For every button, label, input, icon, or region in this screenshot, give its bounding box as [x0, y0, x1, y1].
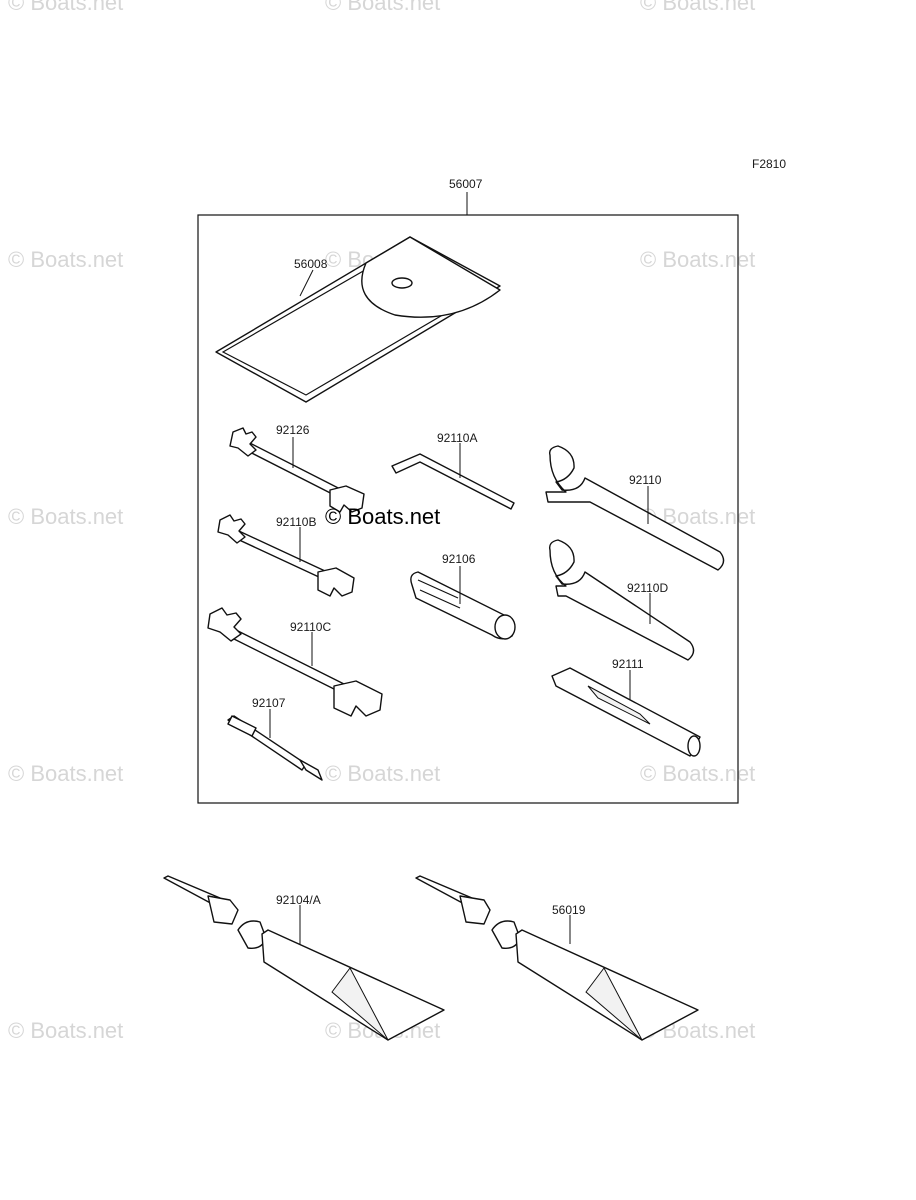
grease-tube-56019[interactable] [415, 875, 699, 1041]
part-label-wrench-92110c[interactable]: 92110C [290, 620, 331, 634]
watermark: © Boats.net [640, 0, 755, 15]
part-label-hex-key[interactable]: 92110A [437, 431, 477, 445]
screwdriver-92107[interactable] [227, 715, 323, 781]
watermark: © Boats.net [640, 761, 755, 786]
watermark: © Boats.net [8, 0, 123, 15]
part-label-tool-kit[interactable]: 56007 [449, 177, 483, 191]
watermark: © Boats.net [8, 761, 123, 786]
part-label-spanner-92110d[interactable]: 92110D [627, 581, 668, 595]
watermark: © Boats.net [325, 761, 440, 786]
part-label-tool-bag[interactable]: 56008 [294, 257, 328, 271]
watermark-center: © Boats.net [325, 504, 440, 529]
part-label-wrench-92110b[interactable]: 92110B [276, 515, 316, 529]
watermark: © Boats.net [8, 504, 123, 529]
plug-tool-92106[interactable] [410, 571, 516, 640]
extension-handle-92111[interactable] [551, 667, 701, 757]
hook-spanner-92110[interactable] [545, 445, 725, 571]
watermark: © Boats.net [325, 0, 440, 15]
watermark: © Boats.net [8, 1018, 123, 1043]
grease-tube-92104a[interactable] [163, 875, 445, 1041]
figure-code: F2810 [752, 157, 786, 171]
part-label-tube-right[interactable]: 56019 [552, 903, 586, 917]
watermark-grid: © Boats.net © Boats.net © Boats.net © Bo… [8, 0, 755, 1043]
part-label-screwdriver[interactable]: 92107 [252, 696, 286, 710]
part-label-wrench-92126[interactable]: 92126 [276, 423, 310, 437]
leader-tool-bag [299, 269, 314, 297]
watermark: © Boats.net [640, 247, 755, 272]
open-end-wrench-92110c[interactable] [207, 607, 383, 717]
part-label-handle-92111[interactable]: 92111 [612, 657, 644, 671]
watermark: © Boats.net [8, 247, 123, 272]
hex-key-92110a[interactable] [391, 453, 515, 510]
tool-bag[interactable] [215, 236, 501, 403]
part-label-plug-tool[interactable]: 92106 [442, 552, 476, 566]
part-label-tube-left[interactable]: 92104/A [276, 893, 321, 907]
open-end-wrench-92126[interactable] [229, 427, 365, 513]
open-end-wrench-92110b[interactable] [217, 514, 355, 597]
hook-spanner-92110d[interactable] [548, 539, 695, 661]
part-label-spanner-92110[interactable]: 92110 [629, 473, 662, 487]
tool-kit-frame [197, 214, 739, 804]
